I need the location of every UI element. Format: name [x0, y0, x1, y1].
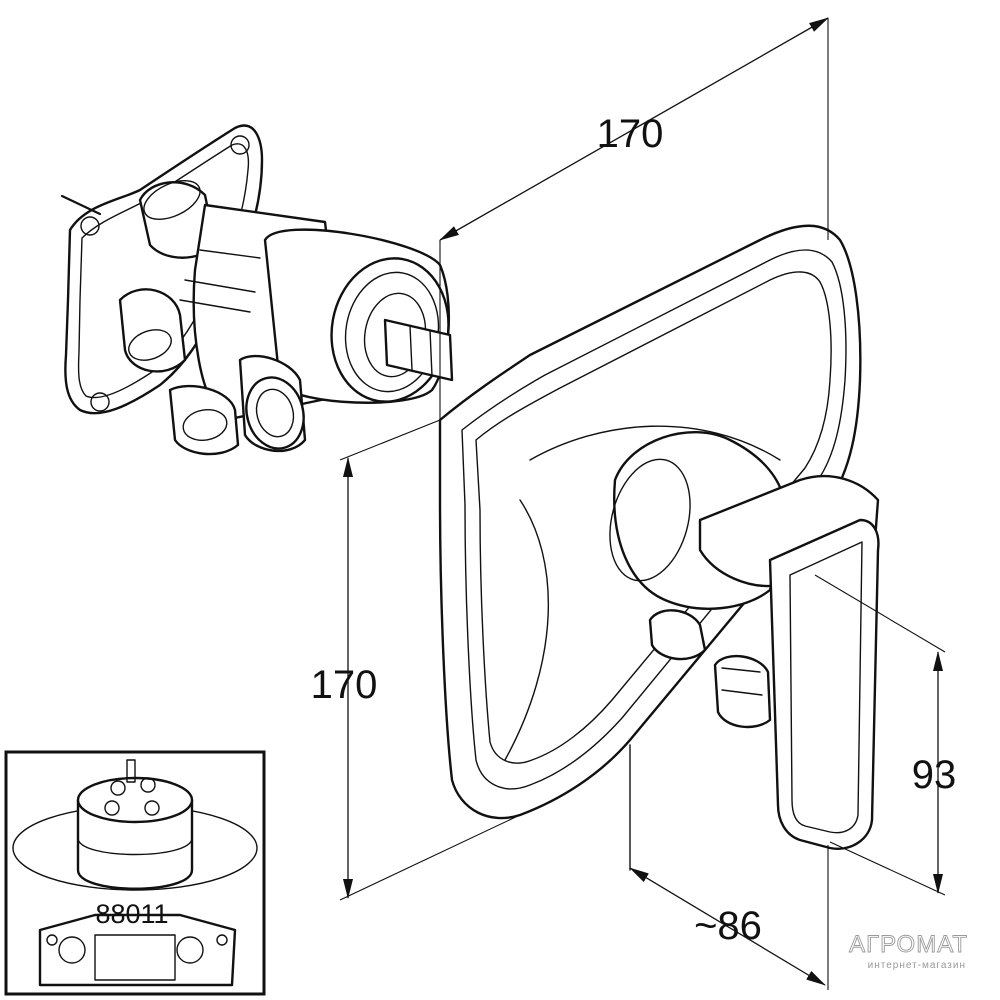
concealed-valve-body: [60, 124, 454, 456]
dimension-label-lever-height: 93: [912, 753, 957, 797]
watermark-tagline: интернет-магазин: [868, 960, 966, 971]
dimension-lines: [339, 17, 946, 990]
dimension-label-top-width: 170: [597, 112, 664, 156]
inset-part-number: 88011: [95, 899, 168, 929]
dimension-label-left-height: 170: [311, 663, 378, 707]
inset-box: [4, 750, 266, 996]
watermark-brand: АГРОМАТ: [849, 931, 968, 958]
dimension-label-depth: ~86: [694, 904, 762, 948]
lever-handle: [609, 431, 880, 850]
